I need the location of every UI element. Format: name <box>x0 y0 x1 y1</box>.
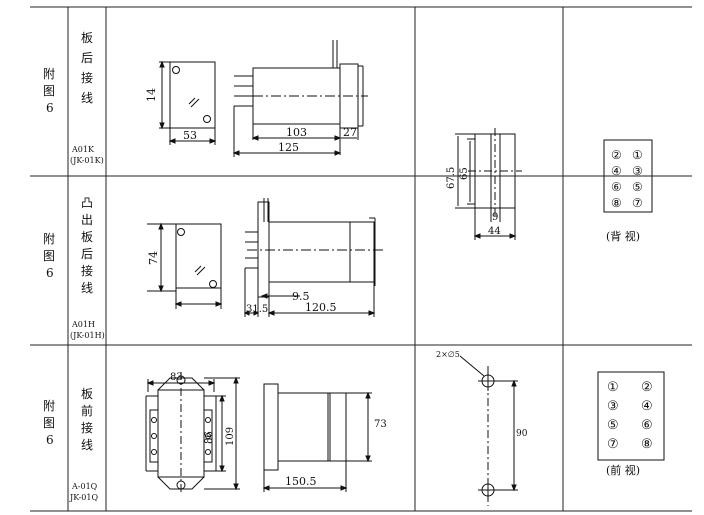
terminal-label: ③ <box>607 399 619 414</box>
row1-side-view <box>232 40 368 157</box>
terminal-label: ⑧ <box>641 437 653 452</box>
row1-fig-3: 6 <box>46 101 54 115</box>
row2-model-2: (JK-01H) <box>70 331 105 340</box>
row1-plate-view <box>159 60 217 145</box>
row1-mount-view <box>455 128 522 240</box>
row1-name-2: 后 <box>81 51 93 65</box>
row1-terminals: ② ① ④ ③ ⑥ ⑤ ⑧ ⑦ (背 视) <box>606 148 643 243</box>
table-grid <box>30 6 692 512</box>
terminal-label: ⑥ <box>611 180 622 194</box>
row1-labels: 附 图 6 板 后 接 线 A01K (JK-01K) <box>43 31 104 165</box>
row1-dim-body: 103 <box>286 126 307 139</box>
row2-dim-base: 31.5 <box>246 304 268 315</box>
row1-dim-front: 27 <box>343 126 357 139</box>
row1-dim-height: 14 <box>145 88 158 102</box>
row1-model-2: (JK-01K) <box>70 156 104 165</box>
row3-mount-holes: 2×∅5 <box>436 350 460 359</box>
row3-labels: 附 图 6 板 前 接 线 A-01Q JK-01Q <box>43 387 98 502</box>
row2-dim-total: 120.5 <box>305 301 337 314</box>
row3-name-2: 前 <box>81 403 93 418</box>
row3-model-2: JK-01Q <box>69 493 98 502</box>
row3-front-view <box>145 372 240 494</box>
row1-model-1: A01K <box>71 145 95 154</box>
row2-plate-view <box>147 222 223 309</box>
row1-dim-total: 125 <box>278 141 299 154</box>
terminal-label: ④ <box>611 164 622 178</box>
row2-labels: 附 图 6 凸 出 板 后 接 线 A01H (JK-01H) <box>43 196 105 340</box>
row2-name-3: 板 <box>81 230 93 244</box>
terminal-label: ① <box>632 148 643 162</box>
row1-view-caption: (背 视) <box>606 229 640 243</box>
terminal-label: ⑤ <box>632 180 643 194</box>
terminal-label: ① <box>607 380 619 395</box>
row2-dim-height: 74 <box>147 251 160 265</box>
row3-name-1: 板 <box>81 387 93 401</box>
row1-dim-width: 53 <box>183 129 197 142</box>
row3-terminals: ① ② ③ ④ ⑤ ⑥ ⑦ ⑧ (前 视) <box>606 380 653 477</box>
row1-terminal-block <box>603 139 653 213</box>
terminal-label: ② <box>611 148 622 162</box>
row3-dim-side: 73 <box>374 419 387 430</box>
row1-fig-2: 图 <box>43 84 55 98</box>
row2-fig-1: 附 <box>43 232 55 246</box>
row2-name-1: 凸 <box>81 196 93 210</box>
row3-name-3: 接 <box>81 420 93 435</box>
terminal-label: ⑦ <box>607 437 619 452</box>
row1-fig-1: 附 <box>43 67 55 81</box>
row1-mount-width: 44 <box>488 226 501 237</box>
row2-name-6: 线 <box>81 281 93 295</box>
row1-mount-height: 67.5 <box>446 167 457 189</box>
terminal-label: ④ <box>641 399 653 414</box>
row1-name-4: 线 <box>81 91 93 105</box>
terminal-label: ⑥ <box>641 418 653 433</box>
terminal-label: ⑧ <box>611 196 622 210</box>
row3-fig-2: 图 <box>43 416 55 430</box>
row3-mount-spacing: 90 <box>516 429 528 439</box>
row3-fig-3: 6 <box>46 433 54 447</box>
row3-dim-depth: 150.5 <box>285 475 317 488</box>
row1-name-3: 接 <box>81 70 93 85</box>
row3-name-4: 线 <box>81 438 93 452</box>
row3-dim-height: 109 <box>225 427 236 446</box>
row3-model-1: A-01Q <box>71 482 98 491</box>
row2-dim-offset: 9.5 <box>292 290 310 303</box>
row1-mount-inner: 65 <box>459 167 470 180</box>
row3-view-caption: (前 视) <box>606 463 640 477</box>
row3-mount-view <box>459 355 518 506</box>
row3-terminal-block <box>597 371 665 461</box>
row2-model-1: A01H <box>71 320 95 329</box>
row1-mount-slot: 9 <box>492 212 498 223</box>
row3-dim-inner: 86 <box>204 431 215 444</box>
row2-name-5: 接 <box>81 263 93 278</box>
terminal-label: ⑦ <box>632 196 643 210</box>
terminal-label: ③ <box>632 164 643 178</box>
row1-name-1: 板 <box>81 31 93 45</box>
row2-name-2: 出 <box>81 213 93 227</box>
row3-side-view <box>262 383 372 492</box>
row3-fig-1: 附 <box>43 399 55 413</box>
row2-side-view <box>243 198 384 317</box>
row3-dim-width: 83 <box>170 372 183 383</box>
terminal-label: ⑤ <box>607 418 619 433</box>
row2-fig-2: 图 <box>43 249 55 263</box>
row2-fig-3: 6 <box>46 266 54 280</box>
terminal-label: ② <box>641 380 653 395</box>
row2-name-4: 后 <box>81 247 93 261</box>
